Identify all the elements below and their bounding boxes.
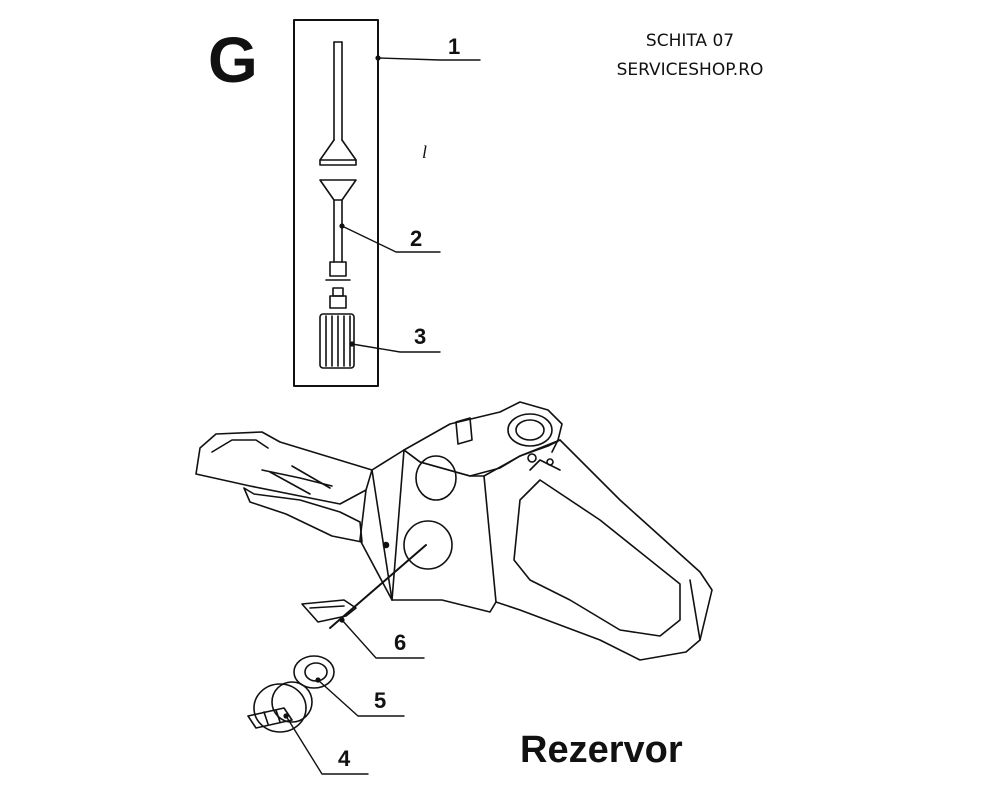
callout-leaders xyxy=(285,57,481,775)
tank-cap xyxy=(247,681,313,733)
fuel-filter xyxy=(319,313,355,369)
callout-number-1: 1 xyxy=(448,34,460,59)
diagram-caption: Rezervor xyxy=(520,729,683,771)
fuel-hose xyxy=(319,41,357,309)
fuel-tank-housing xyxy=(195,401,713,661)
callout-number-5: 5 xyxy=(374,688,386,713)
callout-number-6: 6 xyxy=(394,630,406,655)
callout-number-3: 3 xyxy=(414,324,426,349)
shop-label: SERVICESHOP.RO xyxy=(616,60,764,80)
stray-mark: l xyxy=(422,142,427,162)
callout-number-2: 2 xyxy=(410,226,422,251)
inset-frame xyxy=(293,19,379,387)
sketch-label: SCHITA 07 xyxy=(645,31,735,51)
section-letter: G xyxy=(208,24,258,96)
pickup-hose xyxy=(301,544,427,629)
callout-number-4: 4 xyxy=(338,746,351,771)
